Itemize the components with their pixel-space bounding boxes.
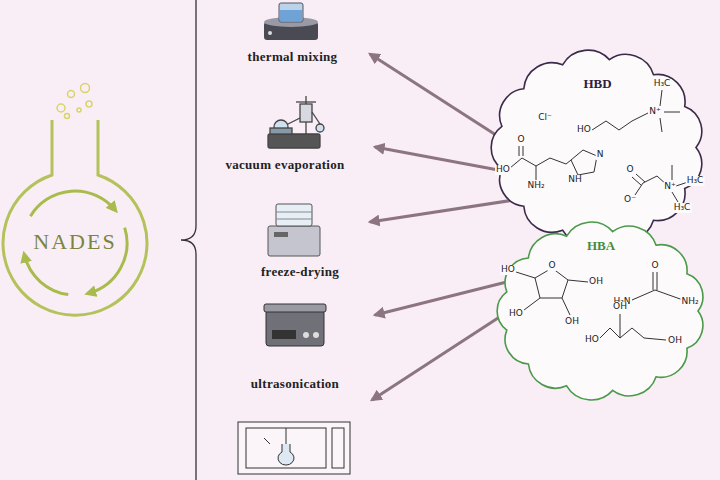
cycle-arrow (30, 191, 114, 216)
ultrasonic-bath-icon (264, 304, 326, 346)
bond (660, 90, 662, 106)
bond (635, 183, 643, 195)
cloud-node: HBD (490, 50, 705, 245)
bond (562, 298, 570, 315)
method-node: vacuum evaporation (205, 92, 365, 173)
bond (660, 118, 662, 132)
method-node: ultrasonication (225, 298, 365, 392)
bubble (77, 108, 81, 112)
bubble (65, 114, 70, 119)
bond (535, 268, 568, 298)
bond (524, 298, 540, 310)
brace (181, 0, 196, 480)
bond (536, 166, 537, 180)
flask-outline (5, 80, 145, 320)
product-label: NADES (5, 229, 145, 255)
microwave-icon (238, 422, 350, 474)
bond (657, 272, 658, 290)
arrow (375, 282, 507, 315)
method-label: vacuum evaporation (225, 157, 344, 173)
bubble (68, 91, 75, 98)
bond (632, 290, 655, 300)
hotplate-icon (264, 3, 318, 40)
cycle-arrow (25, 255, 69, 294)
group-title: HBA (495, 238, 707, 254)
bond (643, 176, 668, 186)
bond (632, 177, 641, 185)
molecule-structures (516, 268, 683, 340)
bond (620, 314, 621, 338)
bond (519, 146, 520, 156)
bond (566, 150, 597, 175)
method-label: thermal mixing (248, 49, 338, 65)
bond (510, 158, 566, 168)
bond (676, 182, 688, 186)
bond (672, 192, 678, 202)
method-label: freeze-drying (261, 264, 339, 280)
bond (600, 328, 666, 340)
method-node: freeze-drying (240, 198, 360, 280)
bubble (86, 101, 92, 107)
bond (672, 165, 673, 180)
bond (636, 174, 645, 182)
freeze-dryer-icon (268, 204, 320, 256)
method-label: ultrasonication (251, 376, 339, 392)
cloud-node: HBA (495, 222, 707, 400)
bond (592, 113, 648, 130)
bond (655, 290, 683, 300)
flask-node: NADES (5, 80, 145, 320)
arrow (372, 318, 498, 400)
bond (523, 146, 524, 156)
group-title: HBD (490, 76, 705, 92)
bond (568, 280, 588, 282)
flask-glass (3, 120, 147, 315)
arrow (375, 147, 498, 170)
bond (653, 272, 654, 290)
molecule-structures (510, 90, 688, 202)
arrow (370, 200, 514, 222)
rotavap-icon (268, 96, 324, 148)
bond (664, 112, 680, 113)
bond (516, 272, 535, 278)
arrow (370, 54, 496, 135)
method-node: thermal mixing (225, 2, 360, 65)
bubble (81, 84, 90, 93)
bubble (57, 104, 65, 112)
